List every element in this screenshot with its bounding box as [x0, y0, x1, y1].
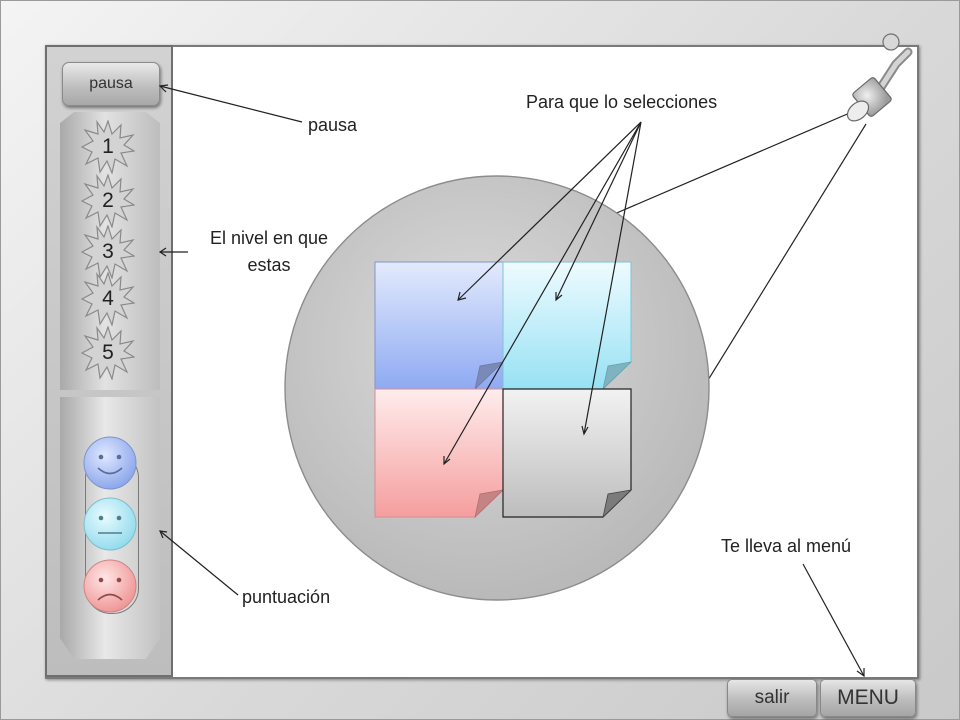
level-number: 3 [102, 240, 114, 263]
exit-button[interactable]: salir [727, 679, 817, 717]
sad-face-icon [83, 559, 137, 613]
menu-callout: Te lleva al menú [721, 536, 852, 556]
card-gray[interactable] [502, 388, 633, 519]
callout-arrows [158, 84, 865, 678]
level-number: 5 [102, 341, 114, 364]
happy-face-icon [83, 436, 137, 490]
star-icon [81, 120, 135, 174]
pause-button[interactable]: pausa [62, 62, 160, 106]
spotlight-icon [846, 33, 913, 122]
level-callout-line2: estas [247, 255, 291, 275]
level-number: 2 [102, 189, 114, 212]
star-icon [81, 272, 135, 326]
level-number: 1 [102, 135, 114, 158]
star-icon [81, 225, 135, 279]
score-callout: puntuación [242, 587, 331, 607]
menu-button[interactable]: MENU [820, 679, 916, 717]
level-callout: El nivel en que estas [193, 225, 345, 279]
spotlight-beam-line [611, 111, 853, 216]
pause-callout: pausa [308, 115, 358, 135]
level-1-button[interactable]: 1 [81, 120, 135, 174]
star-icon [81, 326, 135, 380]
card-cyan[interactable] [502, 261, 633, 391]
level-3-button[interactable]: 3 [81, 225, 135, 279]
level-callout-line1: El nivel en que [209, 228, 329, 248]
star-icon [81, 174, 135, 228]
level-2-button[interactable]: 2 [81, 174, 135, 228]
select-callout: Para que lo selecciones [526, 92, 718, 112]
level-4-button[interactable]: 4 [81, 272, 135, 326]
level-number: 4 [102, 287, 114, 310]
card-blue[interactable] [374, 261, 505, 391]
spotlight-beam-line [704, 123, 867, 386]
level-5-button[interactable]: 5 [81, 326, 135, 380]
card-red[interactable] [374, 388, 505, 519]
neutral-face-icon [83, 497, 137, 551]
